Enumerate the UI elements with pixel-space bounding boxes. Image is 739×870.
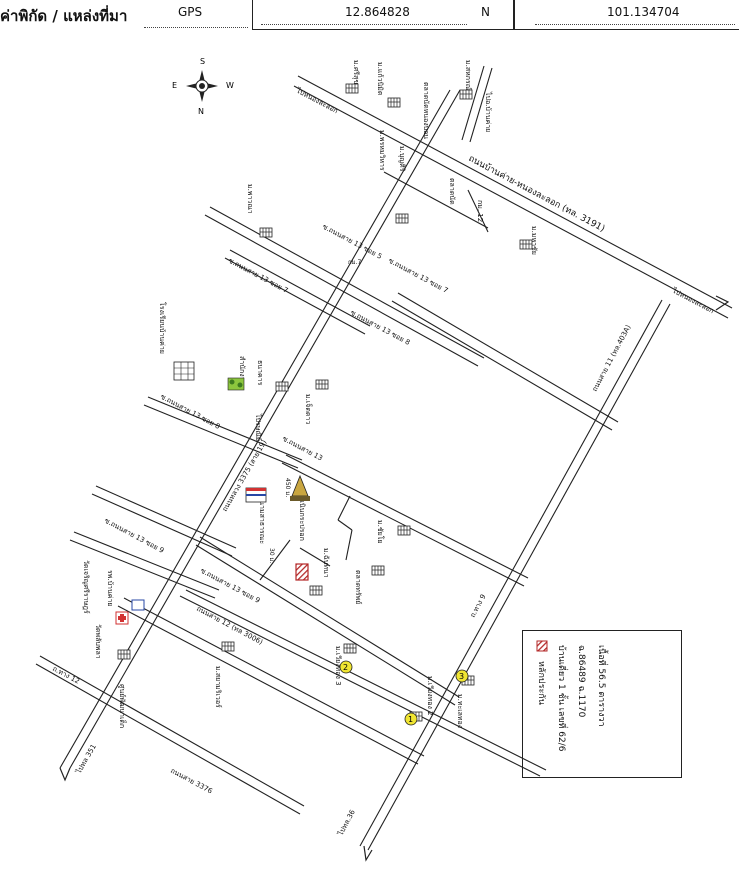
coordinate-header: ค่าพิกัด / แหล่งที่มา GPS 12.864828 N 10…	[0, 0, 739, 32]
compass-s: S	[200, 57, 205, 66]
place-m-sri: ม.ศรีสุข	[352, 60, 360, 84]
svg-text:3: 3	[459, 672, 464, 681]
label-soi-7a: ซ.ถนนสาย 13 ซอย 7	[227, 257, 289, 295]
place-m-kaew: ม.แก้วนิมิต	[376, 62, 384, 96]
place-wa-pak: วัดพลับพลา	[94, 624, 102, 659]
place-m-jed: ม.เจ็ดดาว	[304, 394, 313, 424]
place-m-talay: ม.ทะเลทอง	[456, 694, 464, 728]
label-km7: กม.7	[348, 259, 361, 266]
label-to-351: ไปทล 351	[73, 742, 98, 775]
place-hospital: รพ.บ้านค่าย	[106, 570, 114, 606]
place-office: สำนักงาน	[238, 356, 246, 386]
latitude-value: 12.864828	[345, 5, 410, 19]
latitude-direction: N	[481, 5, 490, 19]
flag-icon	[245, 487, 267, 503]
place-m-sahakorn: ม.สหกรณ์	[464, 60, 472, 91]
place-bank: ธนาคาร	[256, 360, 264, 386]
place-wat-noen: วัดเนินกระปรอก	[298, 492, 306, 541]
coordinate-label: ค่าพิกัด / แหล่งที่มา	[0, 7, 128, 25]
label-road-9: ถ.ทาง 9	[469, 593, 488, 619]
label-route-3376: ถนนสาย 3376	[169, 767, 214, 796]
longitude-box: 101.134704	[514, 0, 739, 30]
compass-w: W	[226, 81, 234, 90]
place-saranrom: สนามสาธารณะ	[258, 496, 266, 544]
collateral-property	[295, 563, 309, 581]
label-to-ban-khai: ไปอ.บ้านค่าย	[484, 91, 493, 132]
source-value: GPS	[178, 5, 203, 19]
place-mart: ตลาดทรัพย์	[354, 570, 362, 604]
label-soi-7b: ซ.ถนนสาย 13 ซอย 7	[387, 257, 449, 295]
label-soi-13: ซ.ถนนสาย 13	[281, 435, 324, 463]
legend-title: หลักประกัน	[536, 661, 546, 705]
place-m-wiang2: ม.เวียงทอง 2	[426, 676, 434, 716]
legend-line-1: บ้านเดี่ยว 1 ชั้น เลขที่ 62/6	[556, 645, 569, 752]
label-dist-450: 450 ม.	[284, 478, 291, 497]
label-km12: กม. 12	[476, 200, 484, 222]
compass-icon	[186, 70, 218, 102]
place-m-siam: ม.สยามริเวอร์	[214, 666, 222, 708]
compass-n: N	[198, 107, 204, 116]
svg-text:1: 1	[408, 715, 413, 724]
marker-1: 1	[404, 712, 418, 726]
label-soi-8b: ซ.ถนนสาย 13 ซอย 8	[349, 309, 411, 347]
legend-line-3: เนื้อที่ 56.5 ตารางวา	[596, 645, 609, 727]
place-kindergarten: ศูนย์พัฒนาเด็ก	[118, 684, 127, 728]
label-dist-30: 30 ม.	[268, 548, 275, 563]
place-post: ไปรษณีย์	[254, 413, 263, 441]
label-to-nong-lalok-right: ไปหนองละลอก	[670, 285, 716, 315]
place-m-chanthana: ม.ฉันทนา	[322, 548, 330, 578]
place-cafe-market: ตลาดนัดหนองบอน	[422, 82, 430, 139]
road-network	[35, 65, 733, 851]
latitude-box: 12.864828 N	[252, 0, 514, 30]
location-map: S E W N ถนนบ้านค่าย-หนองละลอก (ทล. 3191)…	[35, 57, 733, 862]
temple-icon	[290, 474, 310, 501]
source-dotted-line	[144, 27, 248, 28]
place-m-pawana: ม.พาวณา	[246, 184, 254, 214]
label-soi-8: ซ.ถนนสาย 13 ซอย 8	[159, 393, 221, 431]
compass-e: E	[172, 81, 177, 90]
place-m-wiang: ม.เวียงทอง 3	[334, 646, 342, 686]
svg-text:2: 2	[343, 663, 348, 672]
legend-box: หลักประกัน บ้านเดี่ยว 1 ชั้น เลขที่ 62/6…	[522, 630, 682, 778]
place-tai: วัดเจริญศรีราษฎร์	[82, 560, 90, 614]
longitude-value: 101.134704	[607, 5, 680, 19]
place-school: โรงเรียนบ้านค่าย	[158, 302, 167, 354]
label-route-3191: ถนนบ้านค่าย-หนองละลอก (ทล. 3191)	[467, 153, 607, 234]
school-icon	[173, 361, 195, 381]
place-market: ตลาดนัด	[448, 178, 456, 205]
label-to-36: ไปทล.36	[335, 808, 357, 838]
place-m-chaiyo: ม.ชัยโย	[376, 520, 385, 544]
place-m-mahachai: ม.มหาชัย	[530, 226, 538, 255]
marker-2: 2	[339, 660, 353, 674]
direction-arrows	[59, 295, 730, 862]
label-to-nong-lalok-top: ไปหนองละลอก	[294, 85, 340, 115]
legend-collateral-swatch	[536, 640, 548, 652]
place-m-prom: ม.พรหมวิหาร	[378, 130, 386, 171]
park-icon	[227, 377, 245, 391]
label-soi-5: ซ.ถนนสาย 13 ซอย 5	[321, 223, 383, 261]
marker-3: 3	[455, 669, 469, 683]
place-m-boonsiri: ม.บุญศิริ	[398, 146, 406, 172]
hospital-icon	[115, 599, 145, 625]
legend-line-2: ฉ.86489 ฉ.1170	[576, 645, 586, 718]
